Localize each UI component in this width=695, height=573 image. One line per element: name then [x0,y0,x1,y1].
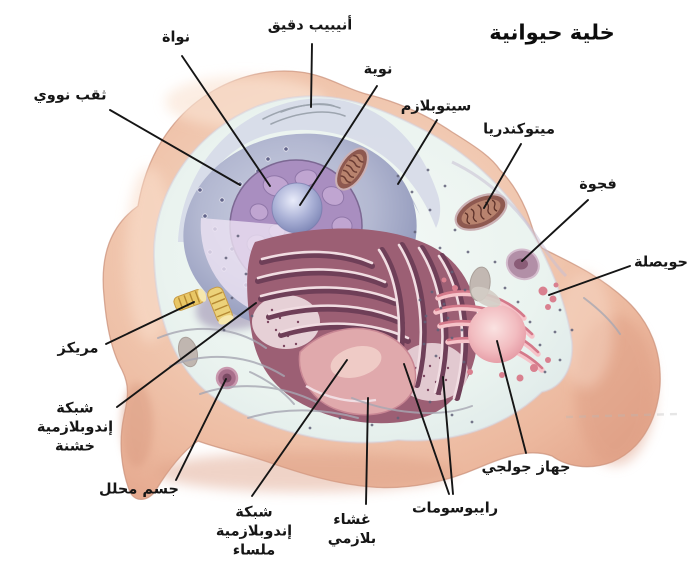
label-vesicle: حويصلة [634,254,688,271]
label-microtubule: أنيبيب دقيق [267,17,353,34]
label-vacuole: فجوة [579,176,617,193]
label-plasma-membrane: غشاء بلازمي [327,512,377,547]
label-nucleus: نواة [161,29,191,46]
label-ribosomes: رايبوسومات [411,500,499,517]
cytoskeleton-filaments [157,297,621,419]
leader-ribosomes-1 [403,363,450,495]
leader-rough-er [116,302,257,408]
label-nucleolus: نوية [363,61,393,78]
leader-golgi [496,340,527,454]
vacuole [505,248,540,281]
leader-nucleus [181,55,271,187]
golgi-vesicles [441,277,559,382]
leader-vesicle [548,265,631,296]
leader-centriole [105,301,195,345]
nucleolus [271,182,323,234]
leader-ribosomes-2 [442,376,454,495]
leader-vacuole [521,199,589,262]
leader-nuclear-pore [109,109,241,186]
leader-plasma-membrane [365,397,369,505]
label-nuclear-pore: ثقب نووي [33,87,107,104]
mitochondrion [454,193,508,231]
nuclear-envelope-fold-outer [178,98,441,242]
lysosome [215,366,239,390]
watermark-smudge [565,412,679,419]
label-smooth-er: شبكة إندوبلازمية ملساء [215,504,293,559]
leader-microtubule [310,43,313,108]
diagram-title: خلية حيوانية [489,20,615,45]
label-centriole: مريكز [57,340,99,357]
label-cytoplasm: سيتوبلازم [400,98,472,115]
leader-smooth-er [251,359,348,497]
leader-cytoplasm [397,119,438,185]
leader-mitochondria [483,143,522,209]
mitochondrion-top [335,147,369,191]
secretory-capsule [471,286,501,308]
leader-nucleolus [299,85,378,206]
label-golgi: جهاز جولجي [481,459,571,476]
golgi-bulb [468,305,526,363]
label-lysosome: جسم محلل [99,481,179,498]
label-mitochondria: ميتوكندريا [483,121,555,138]
label-rough-er: شبكة إندوبلازمية خشنة [36,400,114,455]
golgi-apparatus [433,277,559,382]
ribosome-dots [222,168,574,430]
leader-lysosome [175,378,227,481]
